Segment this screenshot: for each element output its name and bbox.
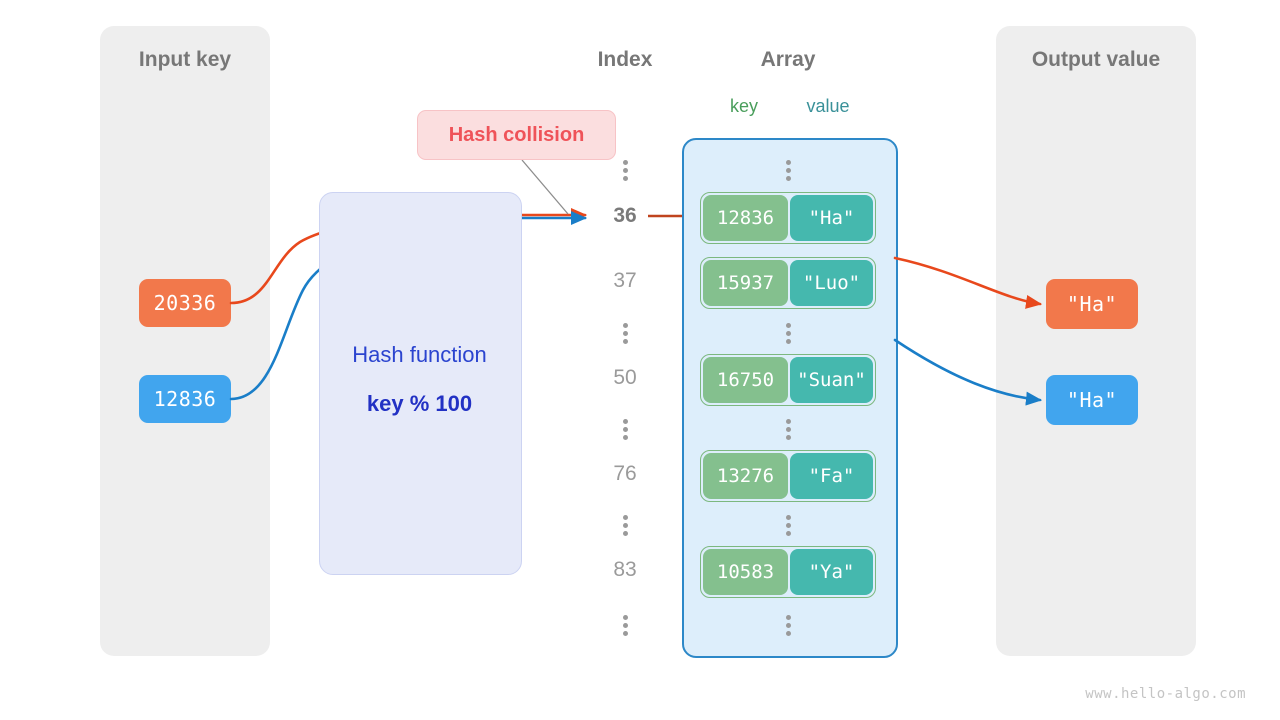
index-label-76: 76	[613, 462, 637, 485]
array-bucket-13276: 13276"Fa"	[700, 450, 876, 502]
output-value-chip-orange: "Ha"	[1046, 279, 1138, 329]
vertical-ellipsis-index-7	[566, 512, 684, 539]
input-key-chip-20336: 20336	[139, 279, 231, 327]
input-key-chip-12836: 12836	[139, 375, 231, 423]
vertical-ellipsis-index-3	[566, 320, 684, 347]
bucket-value-cell: "Ha"	[790, 195, 873, 241]
input-key-panel-title: Input key	[138, 48, 232, 71]
index-label-83: 83	[613, 558, 637, 581]
bucket-key-cell: 15937	[703, 260, 788, 306]
bucket-value-cell: "Ya"	[790, 549, 873, 595]
array-bucket-16750: 16750"Suan"	[700, 354, 876, 406]
index-label-36: 36	[613, 204, 637, 227]
hash-collision-badge: Hash collision	[417, 110, 616, 160]
array-bucket-12836: 12836"Ha"	[700, 192, 876, 244]
vertical-ellipsis-array-5	[700, 416, 876, 443]
vertical-ellipsis-index-5	[566, 416, 684, 443]
bucket-key-cell: 13276	[703, 453, 788, 499]
input-key-panel	[100, 26, 270, 656]
hash-function-box	[319, 192, 522, 575]
index-column-title: Index	[597, 48, 653, 71]
bucket-value-cell: "Luo"	[790, 260, 873, 306]
index-label-50: 50	[613, 366, 637, 389]
bucket-key-cell: 12836	[703, 195, 788, 241]
watermark: www.hello-algo.com	[1085, 686, 1246, 702]
vertical-ellipsis-index-0	[566, 157, 684, 184]
array-bucket-15937: 15937"Luo"	[700, 257, 876, 309]
bucket-key-cell: 10583	[703, 549, 788, 595]
index-label-37: 37	[613, 269, 637, 292]
array-column-title: Array	[760, 48, 816, 71]
bucket-value-cell: "Suan"	[790, 357, 873, 403]
output-value-chip-blue: "Ha"	[1046, 375, 1138, 425]
vertical-ellipsis-array-0	[700, 157, 876, 184]
vertical-ellipsis-array-3	[700, 320, 876, 347]
key-subcolumn-title: key	[729, 96, 758, 116]
array-bucket-10583: 10583"Ya"	[700, 546, 876, 598]
output-value-panel	[996, 26, 1196, 656]
bucket-value-cell: "Fa"	[790, 453, 873, 499]
hash-function-label: Hash function	[352, 342, 487, 367]
output-value-panel-title: Output value	[1031, 48, 1161, 71]
vertical-ellipsis-array-9	[700, 612, 876, 639]
value-subcolumn-title: value	[806, 96, 850, 116]
hash-function-formula: key % 100	[366, 391, 473, 416]
vertical-ellipsis-array-7	[700, 512, 876, 539]
vertical-ellipsis-index-9	[566, 612, 684, 639]
bucket-key-cell: 16750	[703, 357, 788, 403]
